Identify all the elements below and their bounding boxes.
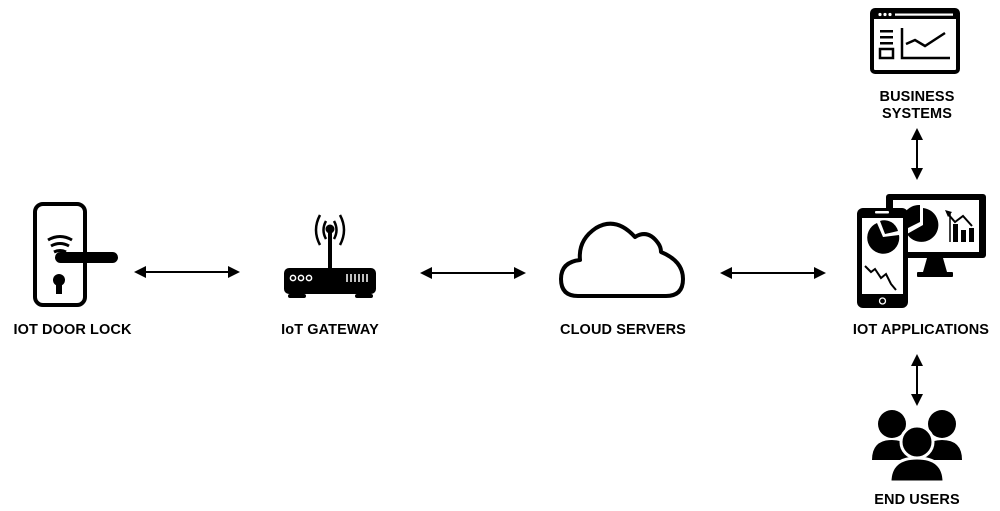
node-label-applications: IOT APPLICATIONS [852, 322, 990, 338]
node-label-door-lock: IOT DOOR LOCK [13, 322, 132, 338]
bidirectional-arrow [420, 267, 526, 279]
vertical-bidirectional-arrow [911, 128, 923, 180]
vertical-bidirectional-arrow [911, 354, 923, 406]
node-label-business-line2: SYSTEMS [882, 106, 952, 122]
bidirectional-arrow [720, 267, 826, 279]
browser-dashboard-icon [870, 8, 960, 74]
node-label-gateway: IoT GATEWAY [281, 322, 379, 338]
router-icon [284, 214, 376, 298]
devices-icon [857, 194, 986, 308]
users-group-icon [872, 410, 962, 484]
node-label-cloud: CLOUD SERVERS [560, 322, 686, 338]
cloud-icon [559, 221, 685, 298]
bidirectional-arrow [134, 266, 240, 278]
door-lock-icon [33, 202, 118, 307]
node-label-business-line1: BUSINESS [879, 89, 955, 105]
node-label-users: END USERS [874, 492, 960, 508]
